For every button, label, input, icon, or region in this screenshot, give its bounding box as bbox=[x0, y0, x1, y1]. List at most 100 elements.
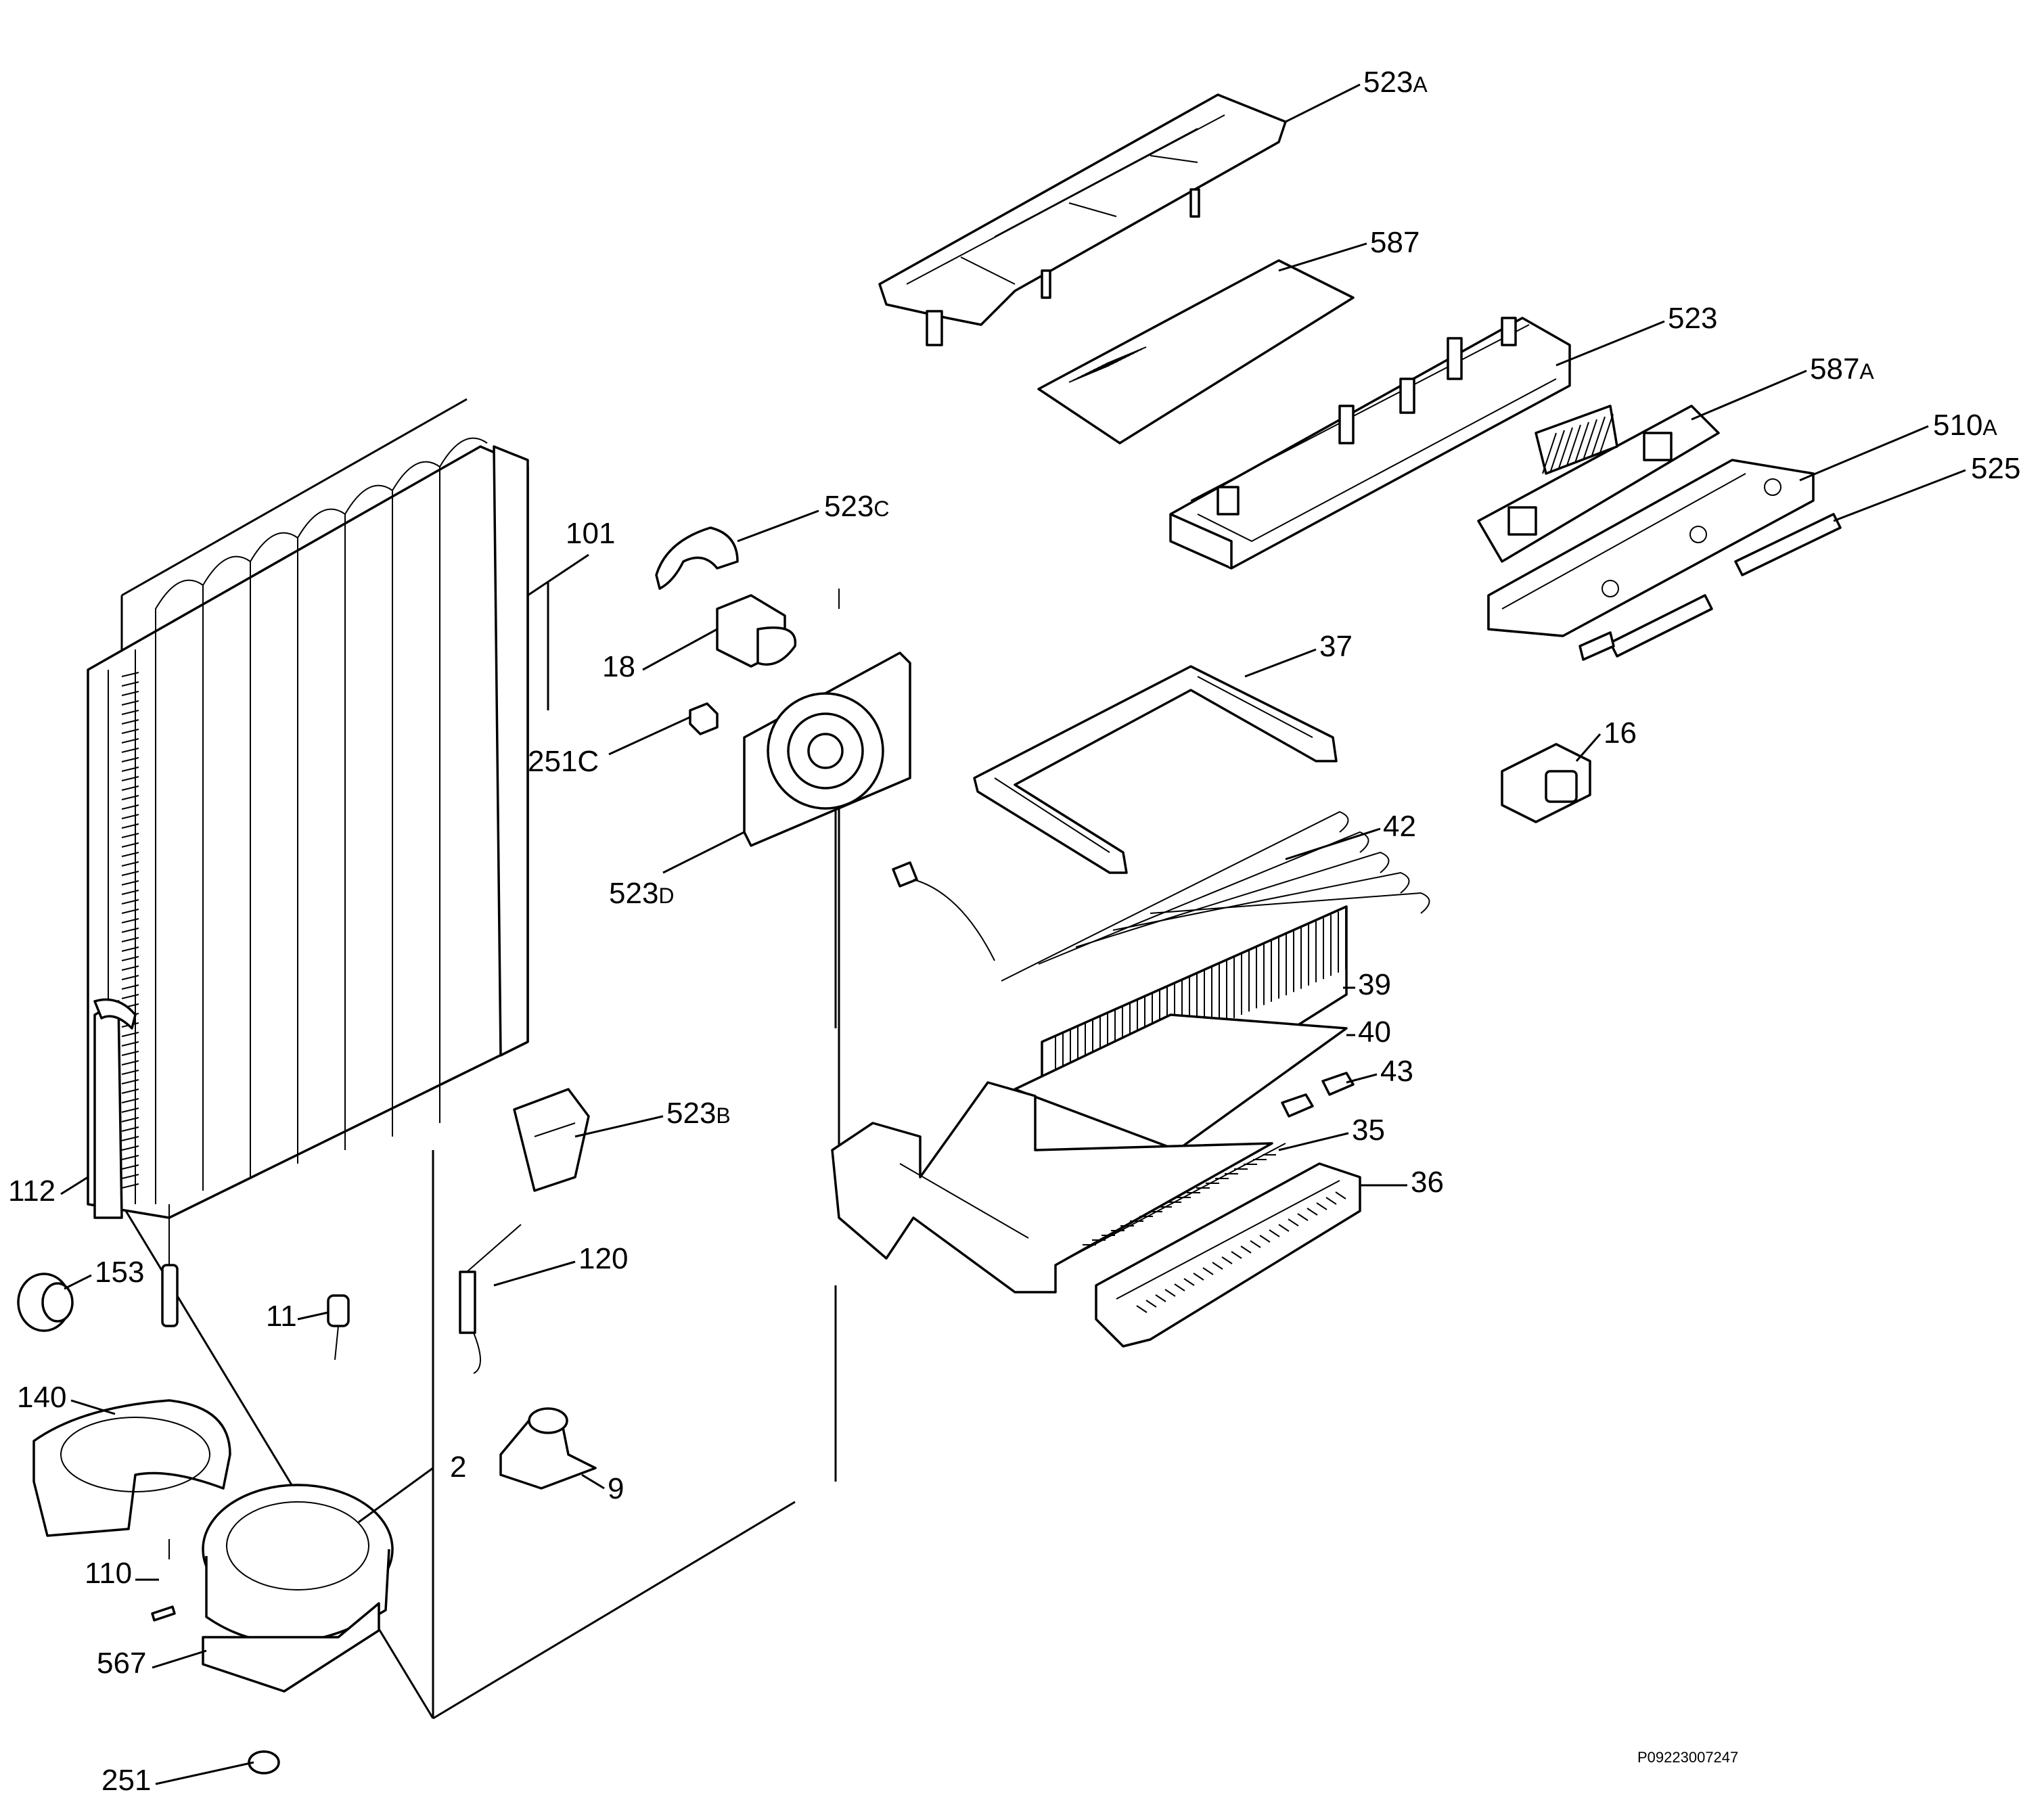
label-number: 37 bbox=[1319, 630, 1353, 663]
label-number: 18 bbox=[602, 650, 635, 683]
label-40: 40 bbox=[1358, 1015, 1391, 1049]
relay-11 bbox=[327, 1294, 350, 1360]
label-35: 35 bbox=[1352, 1114, 1385, 1147]
control-housing-523 bbox=[1169, 317, 1571, 570]
fan-motor-18 bbox=[716, 589, 840, 668]
label-number: 101 bbox=[566, 517, 615, 550]
label-number: 9 bbox=[608, 1472, 624, 1505]
label-number: 35 bbox=[1352, 1114, 1385, 1147]
tray-frame-37 bbox=[973, 665, 1338, 874]
label-suffix: A bbox=[1413, 72, 1428, 97]
label-number: 16 bbox=[1604, 716, 1637, 750]
label-251c: 251C bbox=[528, 745, 599, 778]
label-suffix: B bbox=[716, 1103, 730, 1128]
drain-tray-35 bbox=[831, 1081, 1286, 1294]
label-number: 510 bbox=[1933, 409, 1982, 442]
leader-587a bbox=[1691, 369, 1807, 421]
leader-587 bbox=[1278, 242, 1367, 272]
label-36: 36 bbox=[1411, 1166, 1444, 1199]
leader-43 bbox=[1346, 1073, 1378, 1084]
leader-510a bbox=[1799, 425, 1929, 482]
leader-lines bbox=[60, 83, 1966, 1785]
leader-42 bbox=[1285, 827, 1381, 861]
top-cover-523a bbox=[878, 93, 1287, 346]
label-suffix: A bbox=[1982, 415, 1997, 440]
fan-cover-523d bbox=[743, 651, 911, 847]
label-number: 39 bbox=[1358, 968, 1391, 1001]
label-39: 39 bbox=[1358, 968, 1391, 1001]
label-587: 587 bbox=[1370, 226, 1420, 259]
switch-16 bbox=[1501, 743, 1591, 823]
label-43: 43 bbox=[1380, 1055, 1413, 1088]
label-number: 525 bbox=[1971, 452, 2020, 485]
water-tray-140 bbox=[32, 1399, 231, 1537]
label-523b: 523B bbox=[666, 1097, 731, 1130]
label-120: 120 bbox=[578, 1242, 628, 1275]
leader-251 bbox=[155, 1761, 254, 1785]
label-number: 567 bbox=[97, 1647, 146, 1680]
part-labels: 523A587523587A510A525523C10118251C523D37… bbox=[8, 66, 2020, 1797]
condenser-101 bbox=[87, 437, 529, 1219]
label-110: 110 bbox=[85, 1557, 132, 1590]
sensor-120 bbox=[459, 1224, 522, 1374]
leader-37 bbox=[1244, 648, 1317, 678]
leader-567 bbox=[152, 1649, 207, 1669]
leader-153 bbox=[64, 1274, 92, 1290]
label-523: 523 bbox=[1668, 302, 1717, 335]
label-9: 9 bbox=[608, 1472, 624, 1505]
label-153: 153 bbox=[95, 1256, 144, 1289]
grommet-153 bbox=[17, 1273, 74, 1332]
label-101: 101 bbox=[566, 517, 615, 550]
label-523d: 523D bbox=[609, 877, 675, 910]
dryer-tube-112 bbox=[93, 998, 179, 1327]
label-number: 112 bbox=[8, 1174, 55, 1208]
label-510a: 510A bbox=[1933, 409, 1997, 442]
drawing-code: P09223007247 bbox=[1637, 1749, 1738, 1766]
bracket-523c bbox=[655, 526, 739, 590]
label-16: 16 bbox=[1604, 716, 1637, 750]
control-panel-510a bbox=[1487, 459, 1815, 637]
tray-ribs bbox=[1083, 1154, 1276, 1245]
label-number: 2 bbox=[450, 1450, 466, 1484]
leader-525 bbox=[1833, 469, 1966, 522]
pcb-components bbox=[1068, 346, 1147, 383]
clamp-9 bbox=[499, 1407, 597, 1490]
label-2: 2 bbox=[450, 1450, 466, 1484]
leader-523c bbox=[737, 509, 819, 543]
label-525: 525 bbox=[1971, 452, 2020, 485]
label-567: 567 bbox=[97, 1647, 146, 1680]
leader-120 bbox=[493, 1260, 576, 1287]
nut-251 bbox=[248, 1750, 280, 1775]
label-523a: 523A bbox=[1363, 66, 1428, 99]
label-140: 140 bbox=[17, 1381, 66, 1414]
label-number: 251C bbox=[528, 745, 599, 778]
label-number: 587 bbox=[1370, 226, 1420, 259]
label-37: 37 bbox=[1319, 630, 1353, 663]
label-18: 18 bbox=[602, 650, 635, 683]
heater-tubes bbox=[1001, 810, 1430, 982]
leader-251c bbox=[608, 716, 691, 756]
label-251: 251 bbox=[101, 1764, 151, 1797]
label-suffix: C bbox=[873, 497, 889, 521]
label-number: 523 bbox=[1668, 302, 1717, 335]
leader-11 bbox=[297, 1311, 329, 1321]
leader-523d bbox=[662, 831, 745, 874]
ribbon-cable bbox=[1542, 413, 1614, 474]
buttons-525 bbox=[1579, 513, 1842, 661]
leader-16 bbox=[1575, 733, 1602, 762]
label-523c: 523C bbox=[824, 490, 890, 523]
leader-101 bbox=[527, 553, 589, 597]
heater-42 bbox=[892, 810, 1430, 982]
label-number: 523 bbox=[609, 877, 658, 910]
label-number: 153 bbox=[95, 1256, 144, 1289]
label-number: 587 bbox=[1810, 352, 1859, 386]
circuit-board-587 bbox=[1037, 259, 1355, 444]
display-board-587a bbox=[1477, 405, 1720, 563]
pin-110 bbox=[151, 1539, 176, 1622]
leader-523a bbox=[1285, 83, 1361, 123]
label-number: 43 bbox=[1380, 1055, 1413, 1088]
label-42: 42 bbox=[1383, 810, 1416, 843]
clips-43 bbox=[1281, 1072, 1355, 1118]
leader-140 bbox=[70, 1399, 116, 1415]
